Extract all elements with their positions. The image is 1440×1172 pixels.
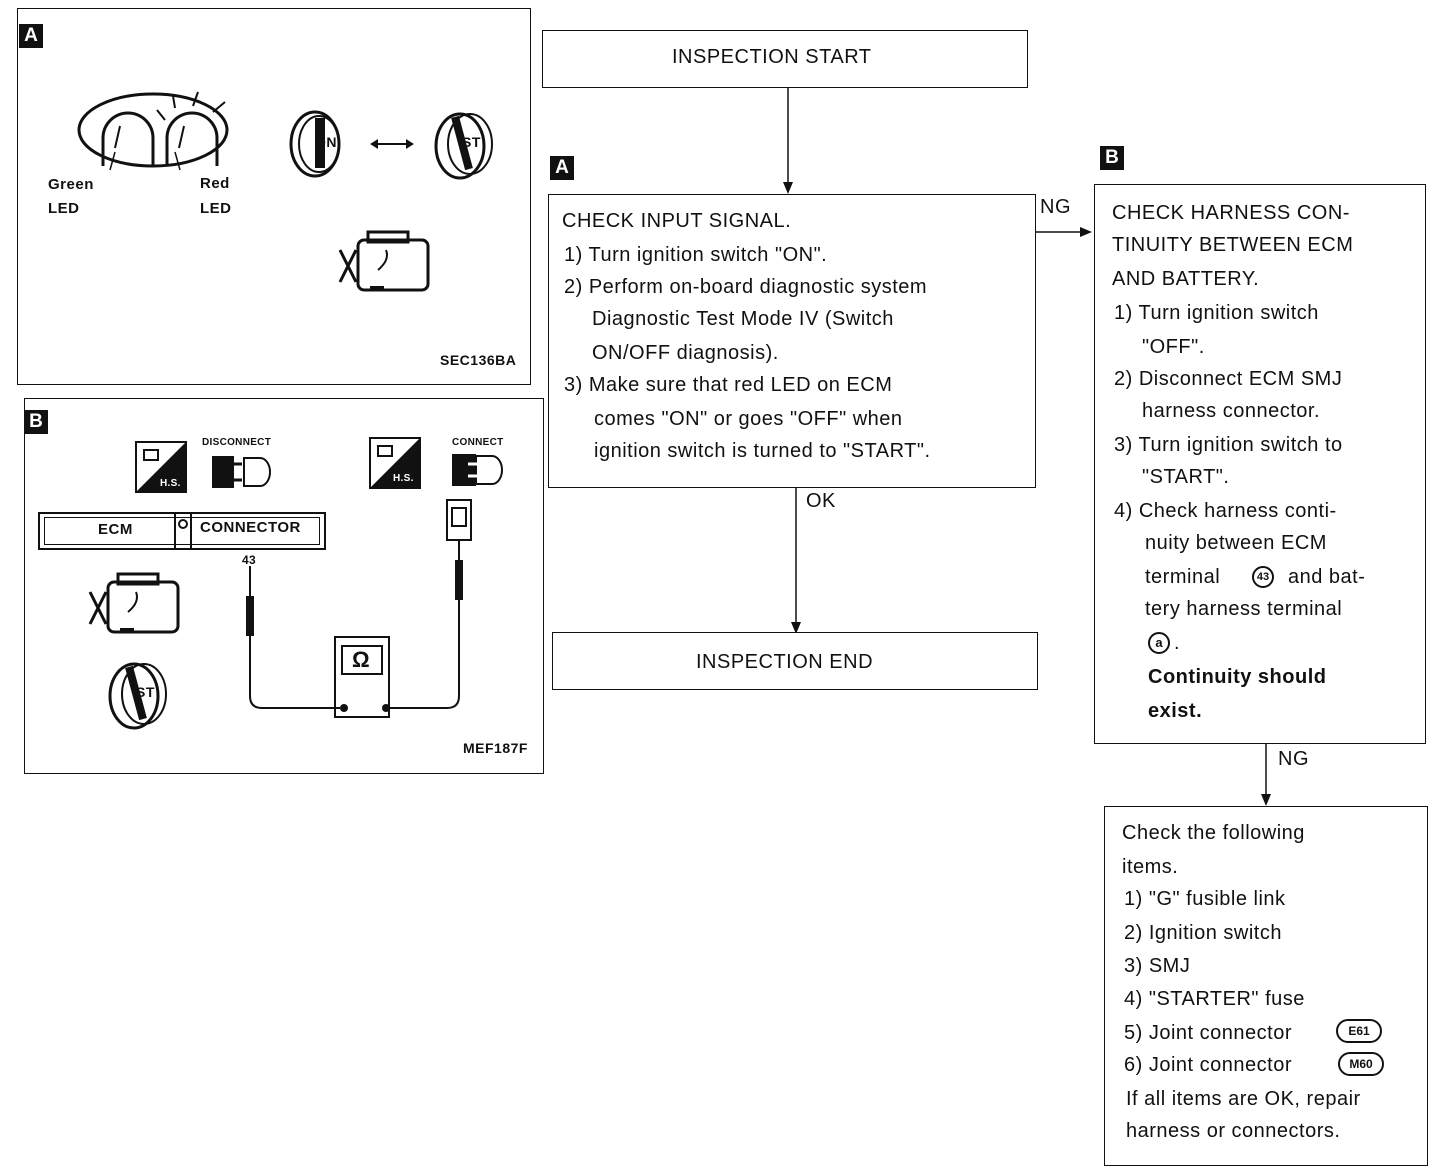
test-probe-wiring (246, 499, 472, 712)
ng-label-2: NG (1278, 748, 1309, 770)
check-harness-step4-line3b: and bat- (1288, 566, 1366, 588)
terminal-43-circle: 43 (1252, 566, 1274, 588)
connector-m60-badge: M60 (1338, 1052, 1384, 1076)
key-st-label: ST (462, 134, 481, 150)
red-led-label-2: LED (200, 200, 232, 217)
panel-b-code: MEF187F (463, 740, 528, 756)
ecm-connector-inner (44, 517, 320, 545)
check-input-step2-line3: ON/OFF diagnosis). (592, 342, 779, 364)
check-item-2: 2) Ignition switch (1124, 922, 1282, 944)
check-harness-title-2: TINUITY BETWEEN ECM (1112, 234, 1354, 256)
check-harness-step2: 2) Disconnect ECM SMJ (1114, 368, 1343, 390)
check-following-title-2: items. (1122, 856, 1179, 878)
connect-label: CONNECT (452, 437, 504, 448)
green-led-label: Green (48, 176, 94, 193)
ohmmeter (334, 636, 390, 718)
repair-note-2: harness or connectors. (1126, 1120, 1341, 1142)
ecm-connector-outline (38, 512, 326, 550)
ignition-key-on-icon (289, 110, 341, 178)
check-item-5: 5) Joint connector (1124, 1022, 1292, 1044)
check-input-step2: 2) Perform on-board diagnostic system (564, 276, 928, 298)
check-harness-title-3: AND BATTERY. (1112, 268, 1260, 290)
check-input-step3-line2: comes "ON" or goes "OFF" when (594, 408, 903, 430)
check-input-step1: 1) Turn ignition switch "ON". (564, 244, 828, 266)
hs-label-1: H.S. (160, 478, 181, 489)
panel-a-code: SEC136BA (440, 352, 517, 368)
ecm-label: ECM (98, 521, 133, 538)
inspection-end-box (552, 632, 1038, 690)
check-input-step3: 3) Make sure that red LED on ECM (564, 374, 893, 396)
check-harness-box (1094, 184, 1426, 744)
ecm-connector-divider (174, 512, 192, 550)
continuity-note-2: exist. (1148, 700, 1203, 722)
arrow-double-icon (370, 139, 414, 149)
ohmmeter-display (341, 645, 383, 675)
check-harness-title: CHECK HARNESS CON- (1112, 202, 1350, 224)
check-item-4: 4) "STARTER" fuse (1124, 988, 1305, 1010)
check-following-box (1104, 806, 1428, 1166)
hs-diagnosis-icon-2 (369, 437, 421, 489)
engine-icon (338, 230, 430, 292)
check-item-6: 6) Joint connector (1124, 1054, 1292, 1076)
check-input-step3-line3: ignition switch is turned to "START". (594, 440, 931, 462)
inspection-start-label: INSPECTION START (672, 46, 872, 68)
panel-a-tag: A (19, 24, 43, 48)
check-harness-step4-line3a: terminal (1145, 566, 1221, 588)
terminal-a-circle: a (1148, 632, 1170, 654)
ohm-symbol: Ω (352, 647, 371, 672)
connector-label: CONNECTOR (200, 519, 301, 536)
green-led-label-2: LED (48, 200, 80, 217)
hs-diagnosis-icon-1 (135, 441, 187, 493)
ignition-key-st-icon-2 (108, 662, 167, 730)
check-input-title: CHECK INPUT SIGNAL. (562, 210, 792, 232)
check-harness-step3: 3) Turn ignition switch to (1114, 434, 1343, 456)
check-harness-step4-line2: nuity between ECM (1145, 532, 1327, 554)
check-harness-step1-line2: "OFF". (1142, 336, 1205, 358)
check-harness-step4-line4: tery harness terminal (1145, 598, 1343, 620)
ng-label-1: NG (1040, 196, 1071, 218)
key-on-label: ON (315, 134, 337, 150)
repair-note: If all items are OK, repair (1126, 1088, 1361, 1110)
check-harness-step3-line2: "START". (1142, 466, 1230, 488)
check-input-step2-line2: Diagnostic Test Mode IV (Switch (592, 308, 894, 330)
check-harness-step4-period: . (1174, 632, 1181, 654)
ok-label: OK (806, 490, 836, 512)
flow-tag-a: A (550, 156, 574, 180)
flow-tag-b: B (1100, 146, 1124, 170)
inspection-end-label: INSPECTION END (696, 651, 874, 673)
ecm-connector-latch (178, 519, 188, 529)
led-unit-illustration (77, 91, 229, 171)
terminal-43-label: 43 (242, 553, 256, 567)
check-harness-step1: 1) Turn ignition switch (1114, 302, 1319, 324)
engine-icon-2 (88, 572, 180, 634)
key-st-label-2: ST (136, 684, 155, 700)
hs-label-2: H.S. (393, 473, 414, 484)
ignition-key-st-icon (434, 112, 493, 180)
check-input-box (548, 194, 1036, 488)
check-harness-step4: 4) Check harness conti- (1114, 500, 1337, 522)
connect-icon (452, 454, 503, 486)
disconnect-icon (212, 456, 271, 488)
check-following-title: Check the following (1122, 822, 1305, 844)
inspection-start-box (542, 30, 1028, 88)
check-item-3: 3) SMJ (1124, 955, 1191, 977)
check-harness-step2-line2: harness connector. (1142, 400, 1320, 422)
continuity-note: Continuity should (1148, 666, 1327, 688)
red-led-label: Red (200, 175, 230, 192)
panel-b-tag: B (24, 410, 48, 434)
panel-a (17, 8, 531, 385)
disconnect-label: DISCONNECT (202, 437, 272, 448)
connector-e61-badge: E61 (1336, 1019, 1382, 1043)
check-item-1: 1) "G" fusible link (1124, 888, 1286, 910)
